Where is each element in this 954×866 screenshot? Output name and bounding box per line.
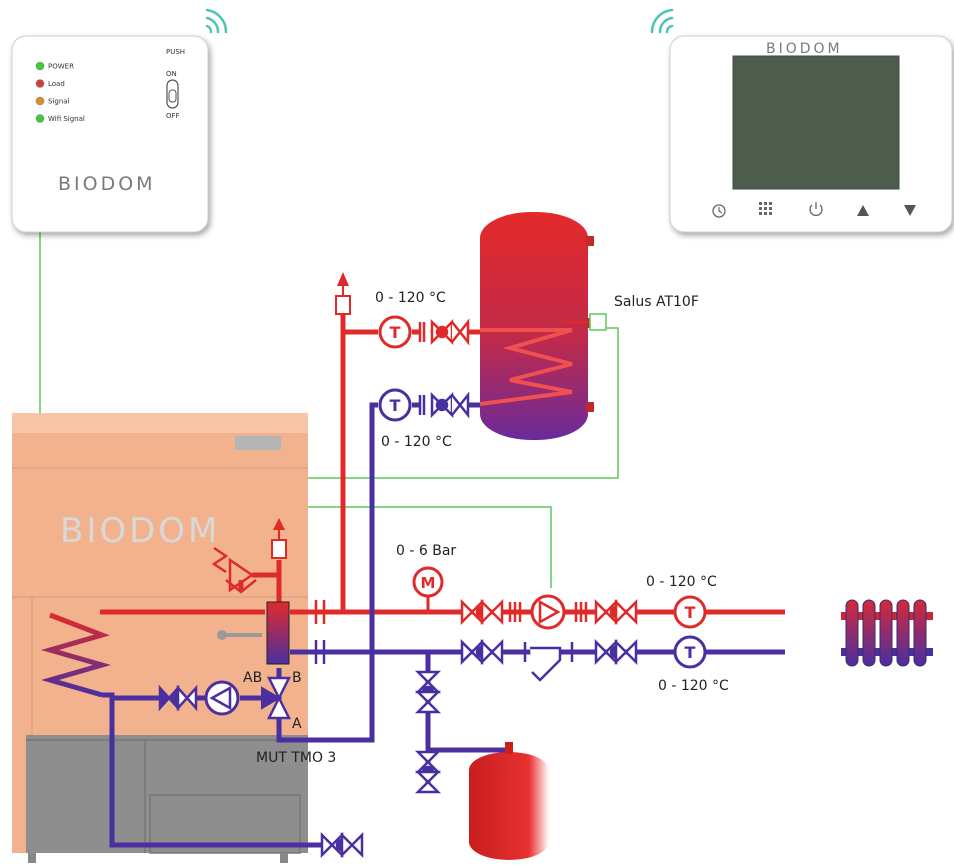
room-thermostat: BIODOM — [650, 8, 953, 233]
status-led-icon — [35, 96, 45, 106]
thermostat-brand-logo: BIODOM — [766, 41, 843, 57]
safety-valve-icon — [228, 557, 255, 593]
ball-valve-icon — [460, 638, 504, 666]
union-icon — [574, 602, 588, 622]
status-led-label: Wifi Signal — [48, 115, 85, 123]
clock-icon[interactable] — [712, 204, 726, 218]
wire-boiler-to-tank-sensor — [308, 327, 619, 479]
status-led-label: POWER — [48, 63, 74, 71]
thermometer-tank-return: T — [378, 388, 412, 422]
circulation-pump-icon — [204, 680, 240, 716]
svg-text:T: T — [390, 396, 401, 415]
status-led-label: Load — [48, 80, 65, 88]
air-vent-icon — [335, 295, 351, 315]
union-icon — [508, 602, 522, 622]
mixing-valve-label: MUT TMO 3 — [256, 750, 336, 766]
air-vent-icon — [271, 539, 287, 559]
svg-text:T: T — [685, 643, 696, 662]
controller-body — [11, 35, 209, 233]
wifi-signal-icon — [205, 8, 228, 34]
safety-valve-group — [211, 518, 287, 594]
down-arrow-icon[interactable] — [904, 205, 916, 216]
boiler: BIODOM — [12, 413, 308, 863]
pressure-range-label: 0 - 6 Bar — [396, 543, 456, 559]
ball-valve-icon — [460, 598, 504, 626]
union-icon — [314, 600, 326, 624]
wifi-signal-icon — [650, 8, 674, 34]
supply-temp-label: 0 - 120 °C — [646, 574, 717, 590]
menu-grid-icon[interactable] — [759, 202, 772, 215]
valve-port-b-label: B — [292, 670, 302, 686]
ball-valve-icon — [158, 684, 198, 712]
boiler-ash-chamber — [26, 735, 308, 853]
up-arrow-icon[interactable] — [857, 205, 869, 216]
drain-valve-icon — [320, 831, 364, 859]
svg-text:M: M — [421, 574, 436, 592]
ball-valve-icon — [414, 750, 442, 794]
power-icon[interactable] — [809, 202, 823, 217]
strainer-filter-icon — [523, 642, 574, 682]
boiler-brand-logo: BIODOM — [60, 511, 220, 551]
switch-on-label: ON — [166, 70, 177, 78]
tank-temperature-sensor — [589, 313, 607, 331]
boiler-top-panel — [12, 413, 308, 433]
status-led-label: Signal — [48, 98, 70, 106]
hot-valves — [314, 318, 638, 630]
svg-text:T: T — [685, 603, 696, 622]
circulation-pump-icon — [530, 594, 566, 630]
status-led-icon — [35, 114, 45, 123]
wire-boiler-to-pump — [308, 506, 552, 588]
tank-body — [480, 212, 588, 440]
union-icon — [314, 640, 326, 664]
vent-arrow-icon — [273, 518, 285, 530]
valve-port-a-label: A — [292, 716, 302, 732]
boiler-display — [235, 436, 281, 450]
radiator — [841, 599, 933, 667]
tank-bottom-temp-label: 0 - 120 °C — [381, 434, 452, 450]
manometer: M — [412, 566, 444, 612]
ball-valve-icon — [414, 670, 442, 714]
return-temp-label: 0 - 120 °C — [658, 678, 729, 694]
ball-valve-icon — [594, 598, 638, 626]
ball-valve-icon — [594, 638, 638, 666]
thermostat-screen — [732, 55, 900, 190]
thermometer-supply: T — [673, 595, 707, 629]
signal-wires — [39, 232, 619, 588]
valve-port-ab-label: AB — [243, 670, 262, 686]
thermometer-tank-supply: T — [378, 315, 412, 349]
vent-arrow-icon — [337, 272, 349, 286]
ball-valve-icon — [418, 318, 470, 346]
tank-sensor-label: Salus AT10F — [614, 294, 699, 310]
mixing-valve-mut-tmo3 — [261, 676, 292, 740]
tank-top-temp-label: 0 - 120 °C — [375, 290, 446, 306]
switch-off-label: OFF — [166, 112, 180, 120]
cold-valves — [158, 391, 638, 859]
controller-brand-logo: BIODOM — [58, 173, 156, 195]
status-led-icon — [35, 61, 45, 71]
push-label: PUSH — [166, 48, 185, 56]
svg-text:T: T — [390, 323, 401, 342]
hydraulic-separator — [266, 601, 290, 665]
thermometer-return: T — [673, 635, 707, 669]
status-led-icon — [35, 79, 45, 88]
ball-valve-icon — [418, 391, 470, 419]
hot-water-tank — [479, 212, 607, 440]
expansion-vessel — [469, 742, 549, 860]
boiler-heat-exchanger — [40, 612, 112, 698]
